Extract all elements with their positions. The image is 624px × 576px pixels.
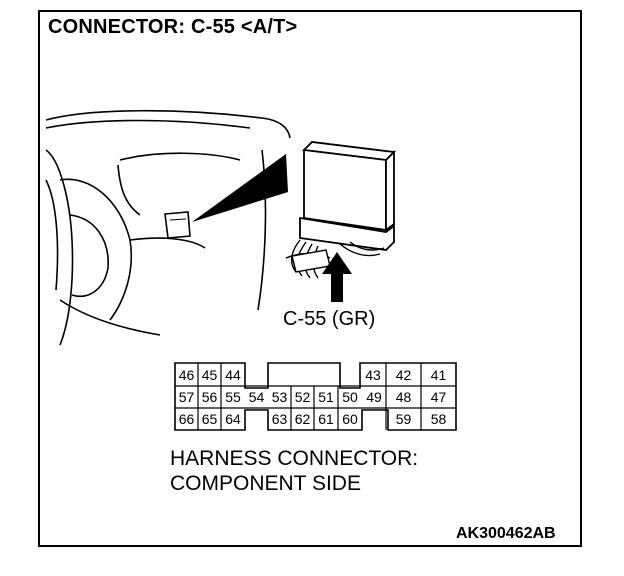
pin-label: 56 <box>201 389 218 405</box>
pin-label: 42 <box>395 367 412 383</box>
pin-label: 55 <box>225 389 241 405</box>
connector-location-marker <box>164 211 191 239</box>
pin-label: 58 <box>430 411 447 427</box>
pin-label: 59 <box>395 411 412 427</box>
pin-label: 60 <box>342 411 358 427</box>
pin-label: 50 <box>342 389 358 405</box>
pin-label: 61 <box>318 411 334 427</box>
dashboard-outline <box>45 109 291 346</box>
pin-label: 66 <box>178 411 195 427</box>
pin-label: 52 <box>294 389 311 405</box>
pin-label: 51 <box>318 389 334 405</box>
pin-label: 43 <box>365 367 381 383</box>
pin-label: 47 <box>430 389 447 405</box>
caption-line-1: HARNESS CONNECTOR: <box>170 447 419 470</box>
arrow-up-icon <box>322 252 352 302</box>
connector-caption: HARNESS CONNECTOR: COMPONENT SIDE <box>170 446 418 496</box>
connector-grid <box>175 363 456 430</box>
pin-label: 45 <box>201 367 218 383</box>
pin-label: 62 <box>294 411 311 427</box>
figure-code: AK300462AB <box>456 525 556 542</box>
pin-label: 41 <box>430 367 447 383</box>
caption-line-2: COMPONENT SIDE <box>170 472 361 495</box>
connector-label: C-55 (GR) <box>283 308 376 330</box>
pointer-wedge <box>192 154 288 222</box>
pin-label: 63 <box>271 411 288 427</box>
pin-label: 46 <box>178 367 195 383</box>
pin-label: 65 <box>201 411 218 427</box>
diagram-frame <box>38 10 582 547</box>
pin-label: 64 <box>225 411 241 427</box>
pin-label: 57 <box>178 389 195 405</box>
pin-label: 54 <box>248 389 265 405</box>
pin-label: 53 <box>271 389 288 405</box>
pin-label: 44 <box>225 367 241 383</box>
ecu-module <box>299 141 396 251</box>
diagram-title: CONNECTOR: C-55 <A/T> <box>48 16 298 38</box>
connector-face-outline <box>174 362 457 431</box>
pin-label: 49 <box>366 389 382 405</box>
pin-label: 48 <box>395 389 412 405</box>
